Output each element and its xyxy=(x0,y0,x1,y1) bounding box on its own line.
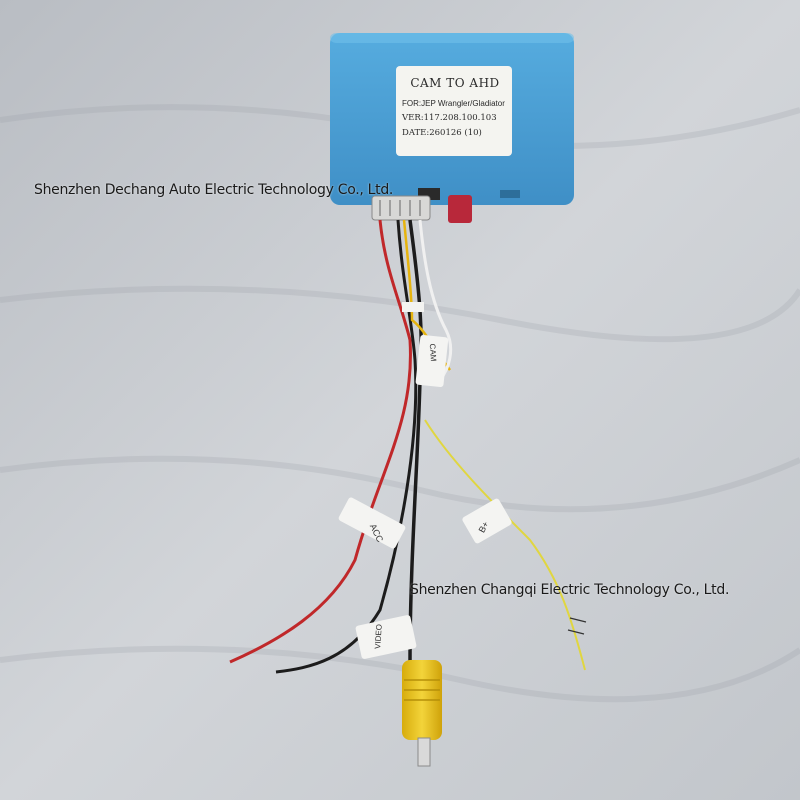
black-wire-video xyxy=(408,219,424,663)
rf-connector xyxy=(448,195,472,223)
fabric-folds xyxy=(0,104,800,703)
cable-tie xyxy=(402,302,424,312)
video-tag-flag xyxy=(355,615,417,659)
rca-pin xyxy=(417,737,431,767)
device-model: FOR:JEP Wrangler/Gladiator xyxy=(402,99,505,108)
white-plug xyxy=(371,195,431,221)
cam-tag: CAM xyxy=(427,343,438,362)
cam-tag-flag xyxy=(415,334,449,388)
watermark-top: Shenzhen Dechang Auto Electric Technolog… xyxy=(34,182,394,198)
white-wire xyxy=(418,219,453,381)
acc-tag-flag xyxy=(338,497,406,549)
yellow-wire xyxy=(424,419,586,671)
watermark-bottom: Shenzhen Changqi Electric Technology Co.… xyxy=(410,582,730,598)
red-wire xyxy=(229,219,412,664)
video-tag: VIDEO xyxy=(373,623,384,650)
device-version: VER:117.208.100.103 xyxy=(402,113,497,123)
device-label-sticker: CAM TO AHD FOR:JEP Wrangler/Gladiator VE… xyxy=(396,66,512,156)
device-date: DATE:260126 (10) xyxy=(402,128,482,138)
device-title: CAM TO AHD xyxy=(410,76,500,90)
b-plus-tag-flag xyxy=(462,498,512,544)
